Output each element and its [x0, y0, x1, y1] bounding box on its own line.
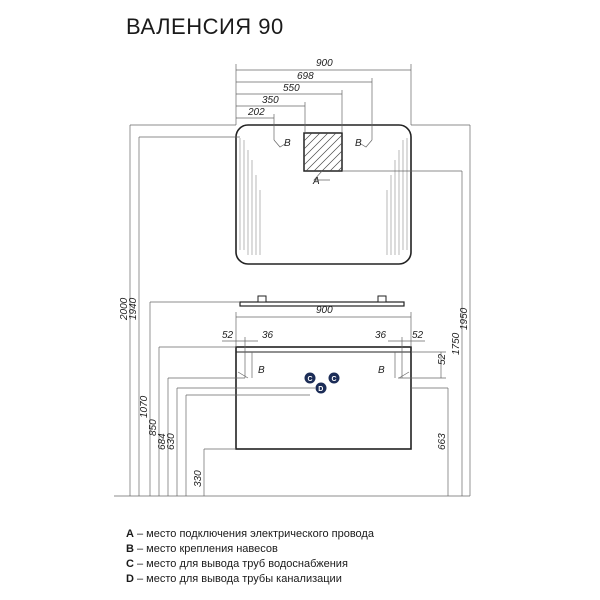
dim-cabinet-right-52: 52 — [412, 330, 424, 341]
mirror-hook-left — [273, 139, 286, 148]
dim-height-1750: 1750 — [451, 332, 462, 355]
socket-box — [303, 132, 343, 172]
marker-d: D — [318, 386, 323, 393]
marker-a-leader — [313, 170, 330, 181]
marker-b-cabinet-left: B — [258, 365, 265, 376]
legend: A – место подключения электрического про… — [126, 527, 374, 587]
light-stripes-left — [239, 138, 261, 255]
dim-mirror-550: 550 — [283, 83, 300, 94]
dim-height-663: 663 — [437, 433, 448, 450]
dim-height-1070: 1070 — [139, 395, 150, 418]
legend-item-d: D – место для вывода трубы канализации — [126, 573, 342, 585]
dim-mirror-698: 698 — [297, 71, 314, 82]
glass-shelf — [239, 295, 405, 307]
product-title: ВАЛЕНСИЯ 90 — [126, 14, 284, 39]
legend-item-a: A – место подключения электрического про… — [126, 528, 374, 540]
dim-cabinet-left-36: 36 — [262, 330, 274, 341]
mirror-dimensions: 900 698 550 350 202 — [235, 58, 412, 140]
vertical-dimensions-right: 1750 1950 663 — [342, 124, 471, 496]
dim-cabinet-right-36: 36 — [375, 330, 387, 341]
dim-height-330: 330 — [193, 470, 204, 487]
dim-height-684: 684 — [157, 433, 168, 450]
cabinet: B B C C D — [235, 346, 412, 450]
marker-b-mirror-left: B — [284, 138, 291, 149]
marker-b-cabinet-right: B — [378, 365, 385, 376]
marker-d-circle — [315, 382, 327, 394]
marker-c-right-circle — [328, 372, 340, 384]
dim-height-2000: 2000 — [119, 297, 130, 321]
dim-height-630: 630 — [166, 433, 177, 450]
dim-cabinet-left-52: 52 — [222, 330, 234, 341]
mirror-hook-right — [360, 139, 373, 148]
marker-c-right: C — [332, 376, 337, 383]
vertical-dimensions-left: 2000 1940 1070 850 684 630 330 — [114, 124, 470, 497]
dim-cabinet-900: 900 — [316, 305, 333, 316]
dim-height-1950: 1950 — [459, 307, 470, 330]
cabinet-outline — [235, 346, 412, 450]
mirror-outline — [235, 124, 412, 265]
dim-height-1940: 1940 — [128, 297, 139, 320]
legend-item-b: B – место крепления навесов — [126, 543, 278, 555]
legend-item-c: C – место для вывода труб водоснабжения — [126, 558, 348, 570]
marker-b-mirror-right: B — [355, 138, 362, 149]
dim-mirror-350: 350 — [262, 95, 279, 106]
dim-mirror-202: 202 — [247, 107, 265, 118]
socket-hatching — [303, 132, 343, 172]
marker-c-left: C — [308, 376, 313, 383]
dim-cabinet-right-side-52: 52 — [437, 353, 448, 365]
marker-c-left-circle — [304, 372, 316, 384]
light-stripes-right — [386, 138, 408, 255]
dim-mirror-900: 900 — [316, 58, 333, 69]
mirror: B B A — [235, 124, 412, 265]
marker-a: A — [312, 176, 320, 187]
cabinet-dimensions: 900 52 36 36 52 52 — [222, 305, 448, 379]
dim-height-850: 850 — [148, 419, 159, 436]
